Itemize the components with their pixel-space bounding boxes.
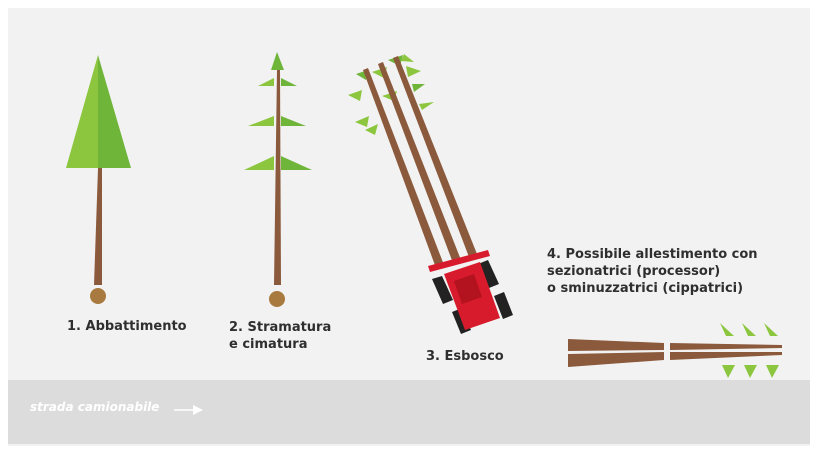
tree-trunk xyxy=(274,70,281,285)
log-segment xyxy=(568,352,664,367)
log xyxy=(378,62,461,263)
tree-top xyxy=(271,52,284,70)
tree-crown-right xyxy=(98,55,131,168)
diagram-background xyxy=(8,8,810,446)
step-4-label-line-1: 4. Possibile allestimento con xyxy=(547,247,758,262)
forwarder-machine xyxy=(428,250,513,334)
processed-logs-icon xyxy=(568,323,782,378)
tree-stump xyxy=(269,291,285,307)
delimbed-tree-icon xyxy=(244,52,312,307)
log xyxy=(363,68,444,268)
step-2-label: 2. Stramatura e cimatura xyxy=(229,319,331,353)
step-1-label: 1. Abbattimento xyxy=(67,319,187,334)
tree-crown-left xyxy=(66,55,98,168)
arrow-right-icon xyxy=(174,405,203,415)
standing-tree-icon xyxy=(66,55,131,304)
step-2-label-line-2: e cimatura xyxy=(229,337,308,352)
step-3-label: 3. Esbosco xyxy=(426,349,504,364)
forwarder-with-logs-icon xyxy=(348,54,513,334)
tree-trunk xyxy=(94,168,102,285)
step-4-label-line-3: o sminuzzatrici (cippatrici) xyxy=(547,281,744,296)
step-2-label-line-1: 2. Stramatura xyxy=(229,320,332,335)
log-segment xyxy=(670,352,782,360)
log-segment xyxy=(670,343,782,350)
road-label: strada camionabile xyxy=(30,400,160,414)
log xyxy=(393,56,477,257)
truck-road-strip xyxy=(8,380,810,444)
step-4-label: 4. Possibile allestimento con sezionatri… xyxy=(547,246,758,297)
step-4-label-line-2: sezionatrici (processor) xyxy=(547,264,721,279)
log-segment xyxy=(568,339,664,351)
tree-stump xyxy=(90,288,106,304)
